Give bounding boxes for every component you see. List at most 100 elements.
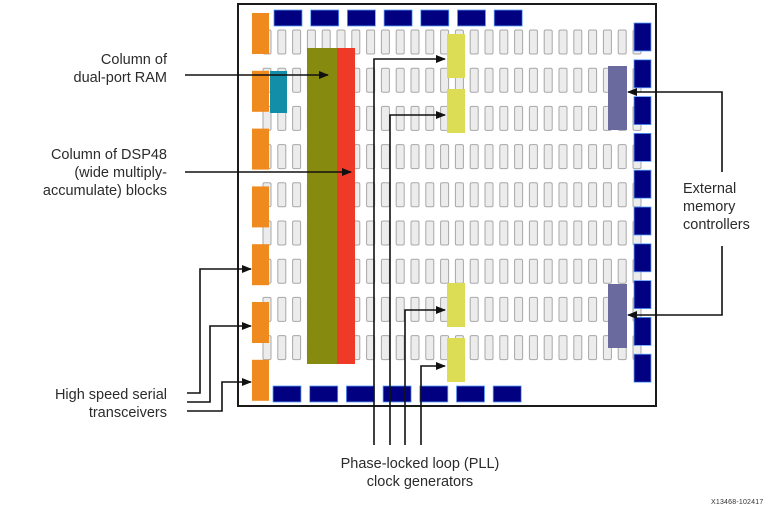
label-line: High speed serial: [54, 387, 167, 403]
die-border: [237, 3, 657, 407]
logic-cell: [588, 258, 598, 284]
logic-cell: [528, 29, 538, 55]
logic-cell: [588, 296, 598, 322]
logic-cell: [469, 335, 479, 361]
fpga-blocks: [252, 9, 652, 403]
logic-cell: [380, 182, 390, 208]
arrow-pll-3: [404, 306, 446, 445]
logic-cell: [366, 29, 376, 55]
logic-cell: [440, 67, 450, 93]
logic-cell: [499, 29, 509, 55]
label-pll: Phase-locked loop (PLL) clock generators: [300, 455, 540, 491]
logic-cell: [558, 67, 568, 93]
pll-block: [447, 338, 465, 382]
label-line: memory: [683, 199, 736, 215]
label-dual-port-ram: Column of dual-port RAM: [74, 51, 167, 87]
logic-cell: [469, 258, 479, 284]
logic-cell: [292, 220, 302, 246]
logic-cell: [395, 105, 405, 131]
logic-cell: [573, 182, 583, 208]
logic-cell: [380, 67, 390, 93]
transceiver-block: [252, 302, 269, 343]
logic-cell: [484, 296, 494, 322]
label-memory-controllers: External memory controllers: [683, 180, 750, 234]
logic-cell: [543, 220, 553, 246]
io-bank-right: [633, 22, 652, 52]
logic-cell: [573, 258, 583, 284]
io-bank-bottom: [345, 385, 375, 403]
pll-block: [447, 283, 465, 327]
logic-cell: [528, 105, 538, 131]
logic-cell: [514, 220, 524, 246]
logic-cell: [410, 335, 420, 361]
logic-cell: [558, 220, 568, 246]
logic-cell: [292, 144, 302, 170]
io-bank-top: [420, 9, 450, 27]
logic-cell: [617, 182, 627, 208]
logic-cell: [499, 335, 509, 361]
logic-cell: [543, 296, 553, 322]
logic-cell: [617, 220, 627, 246]
logic-cell: [410, 29, 420, 55]
logic-cell: [543, 335, 553, 361]
logic-cell: [588, 67, 598, 93]
logic-cell: [499, 182, 509, 208]
ram-column: [307, 48, 337, 364]
logic-cell: [514, 296, 524, 322]
arrow-transceiver-3: [187, 378, 252, 412]
logic-cell: [514, 67, 524, 93]
logic-cell: [558, 182, 568, 208]
logic-cell: [484, 29, 494, 55]
logic-cell: [469, 220, 479, 246]
logic-cell: [588, 220, 598, 246]
io-bank-bottom: [492, 385, 522, 403]
io-bank-right: [633, 96, 652, 125]
logic-cell: [602, 220, 612, 246]
logic-cell: [499, 144, 509, 170]
io-bank-right: [633, 280, 652, 310]
io-bank-bottom: [419, 385, 449, 403]
logic-cell: [528, 67, 538, 93]
logic-cell: [395, 335, 405, 361]
logic-cell: [425, 182, 435, 208]
logic-cell: [425, 220, 435, 246]
logic-cell: [410, 144, 420, 170]
figure-id: X13468-102417: [711, 499, 764, 506]
logic-cell: [277, 296, 287, 322]
memory-controller-block: [608, 284, 627, 348]
logic-cell: [425, 144, 435, 170]
transceiver-block: [252, 244, 269, 286]
logic-cell: [292, 335, 302, 361]
label-line: External: [683, 181, 737, 197]
logic-cell: [617, 144, 627, 170]
logic-cell: [440, 182, 450, 208]
memory-controller-block: [608, 66, 627, 130]
logic-cell: [484, 144, 494, 170]
label-dsp48: Column of DSP48 (wide multiply- accumula…: [43, 146, 167, 200]
logic-cell: [543, 144, 553, 170]
logic-cell: [602, 144, 612, 170]
logic-cell: [484, 182, 494, 208]
logic-cell: [425, 335, 435, 361]
io-bank-top: [346, 9, 376, 27]
logic-cell: [292, 67, 302, 93]
logic-cell: [380, 220, 390, 246]
io-bank-bottom: [309, 385, 339, 403]
logic-cell: [588, 29, 598, 55]
io-bank-top: [273, 9, 303, 27]
logic-cell: [543, 182, 553, 208]
logic-cell: [514, 144, 524, 170]
logic-cell: [292, 182, 302, 208]
logic-cell: [292, 29, 302, 55]
logic-cell: [425, 29, 435, 55]
arrow-transceiver-2: [187, 322, 252, 403]
label-transceivers: High speed serial transceivers: [55, 386, 167, 422]
io-bank-bottom: [382, 385, 412, 403]
logic-cell: [395, 220, 405, 246]
logic-cell: [514, 258, 524, 284]
logic-cell: [469, 67, 479, 93]
logic-cell: [543, 105, 553, 131]
transceiver-block: [252, 70, 269, 112]
dsp48-column: [337, 48, 355, 364]
